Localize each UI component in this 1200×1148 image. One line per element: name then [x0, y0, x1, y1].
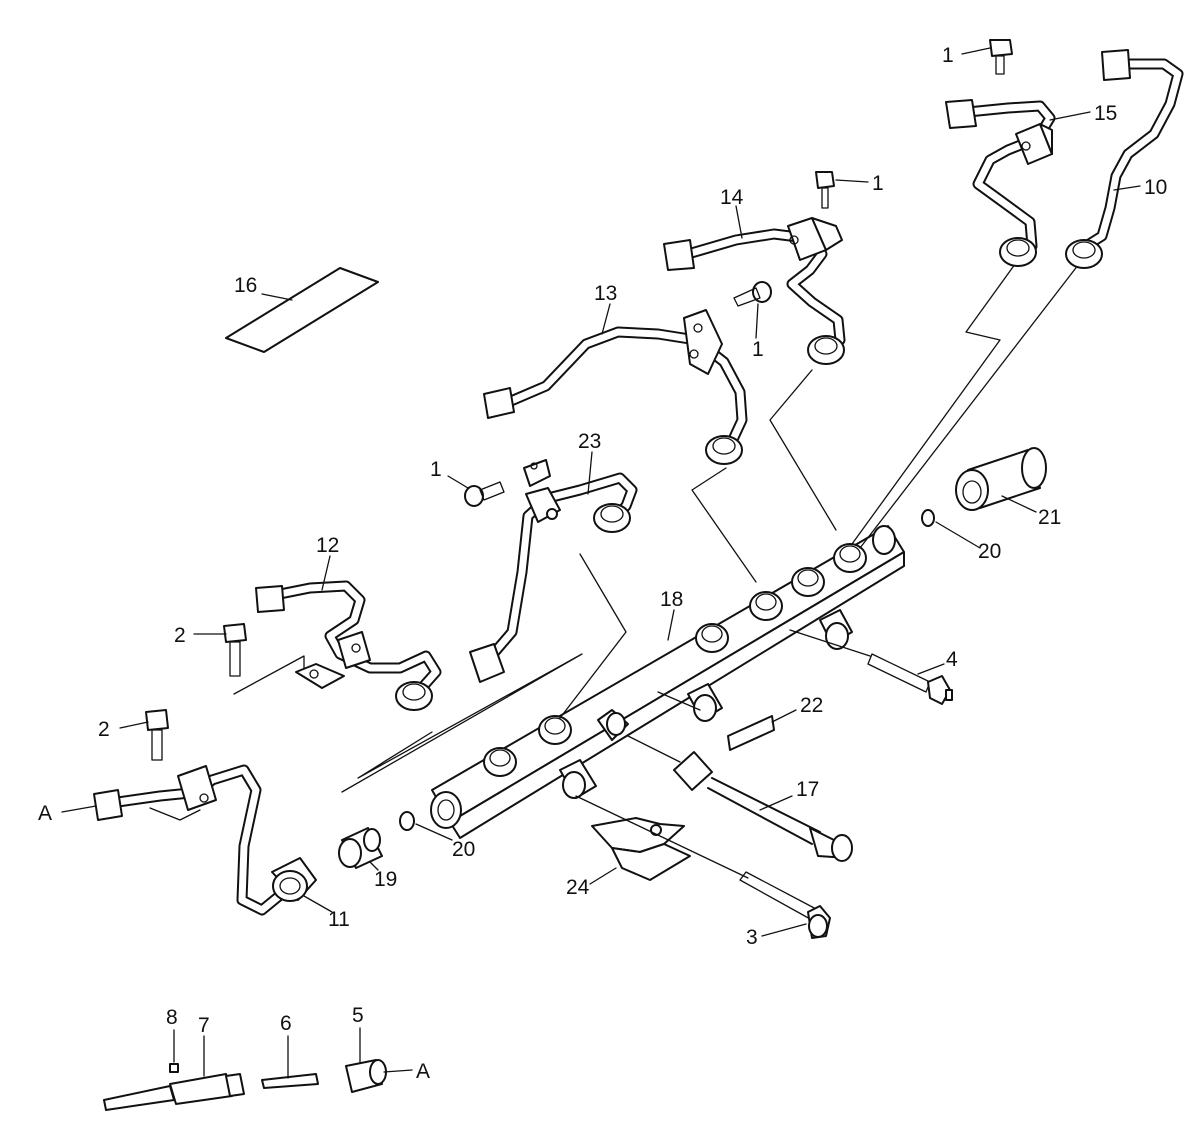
rail-port: [538, 715, 572, 745]
callout-21: 21: [1038, 506, 1061, 529]
callout-24: 24: [566, 876, 590, 899]
callout-15: 15: [1094, 102, 1117, 125]
callout-1: 1: [942, 44, 954, 67]
part-1-bolt-b: [733, 281, 772, 307]
part-19-plug: [338, 827, 383, 869]
callout-16: 16: [234, 274, 257, 297]
rail-port: [483, 747, 517, 777]
part-3-long-bolt: [739, 871, 831, 939]
callout-20: 20: [978, 540, 1001, 563]
part-2-bolt-b: [145, 709, 169, 761]
callout-22: 22: [800, 694, 823, 717]
part-20-o-ring: [399, 811, 415, 831]
rail-port: [695, 623, 729, 653]
callout-A: A: [416, 1060, 430, 1083]
callout-A: A: [38, 802, 52, 825]
part-1-bolt-a: [464, 481, 505, 507]
part-8-clip: [169, 1063, 179, 1073]
rail-mount-boss: [687, 683, 723, 722]
part-14-injector-pipe: [663, 217, 846, 365]
callout-1: 1: [872, 172, 884, 195]
callout-20: 20: [452, 838, 475, 861]
callout-11: 11: [328, 908, 350, 931]
callout-10: 10: [1144, 176, 1167, 199]
callout-5: 5: [352, 1004, 364, 1027]
part-18-fuel-rail: [430, 525, 905, 839]
part-21-pressure-valve: [955, 447, 1047, 511]
callout-1: 1: [752, 338, 764, 361]
rail-port: [749, 591, 783, 621]
rail-mount-boss: [819, 609, 853, 650]
part-1-bolt-c: [815, 171, 835, 209]
part-11-injector-pipe: [93, 764, 317, 916]
part-4-bolt: [867, 653, 953, 705]
callout-2: 2: [98, 718, 110, 741]
detail-a-pipe-assembly: [103, 1059, 387, 1111]
rail-sensor-port: [597, 709, 629, 741]
part-1-bolt-d: [989, 39, 1013, 75]
part-24-bracket: [591, 817, 691, 881]
callout-8: 8: [166, 1006, 178, 1029]
part-23-injector-pipe: [469, 459, 638, 683]
part-22-tag: [727, 715, 775, 751]
callout-18: 18: [660, 588, 683, 611]
callout-1: 1: [430, 458, 442, 481]
part-13-injector-pipe: [483, 309, 748, 465]
callout-4: 4: [946, 648, 958, 671]
callout-leaders: [61, 47, 1141, 1079]
part-12-injector-pipe: [255, 580, 442, 711]
callout-2: 2: [174, 624, 186, 647]
part-10-injector-pipe: [1065, 49, 1184, 269]
callout-labels: 1 1 1 1 2 2 3 4 5 6 7 8 10 11 12 13 14 1…: [38, 44, 1167, 1083]
callout-19: 19: [374, 868, 397, 891]
part-20-o-ring: [921, 509, 935, 527]
part-2-bolt-a: [223, 623, 247, 677]
callout-12: 12: [316, 534, 339, 557]
part-16-label-plate: [225, 267, 379, 353]
callout-13: 13: [594, 282, 617, 305]
callout-6: 6: [280, 1012, 292, 1035]
callout-7: 7: [198, 1014, 210, 1037]
callout-23: 23: [578, 430, 601, 453]
callout-3: 3: [746, 926, 758, 949]
leader-lines: [233, 259, 1083, 879]
rail-mount-boss: [559, 759, 597, 799]
callout-14: 14: [720, 186, 744, 209]
rail-port: [833, 543, 867, 573]
part-15-injector-pipe: [945, 99, 1056, 267]
part-6-insert: [261, 1073, 319, 1089]
rail-port: [791, 567, 825, 597]
callout-17: 17: [796, 778, 819, 801]
part-17-rail-sensor: [673, 751, 853, 862]
